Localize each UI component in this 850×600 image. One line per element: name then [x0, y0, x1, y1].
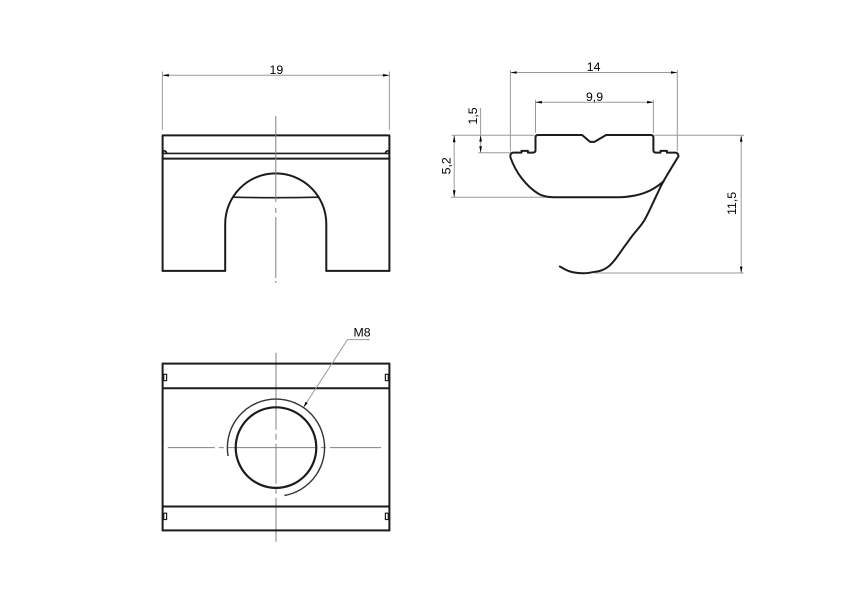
svg-text:14: 14 [587, 60, 601, 74]
svg-text:5,2: 5,2 [439, 157, 453, 174]
svg-text:M8: M8 [354, 326, 371, 340]
svg-text:9,9: 9,9 [586, 90, 603, 104]
svg-text:1,5: 1,5 [466, 107, 480, 124]
svg-text:19: 19 [270, 63, 284, 77]
svg-text:11,5: 11,5 [725, 192, 739, 215]
